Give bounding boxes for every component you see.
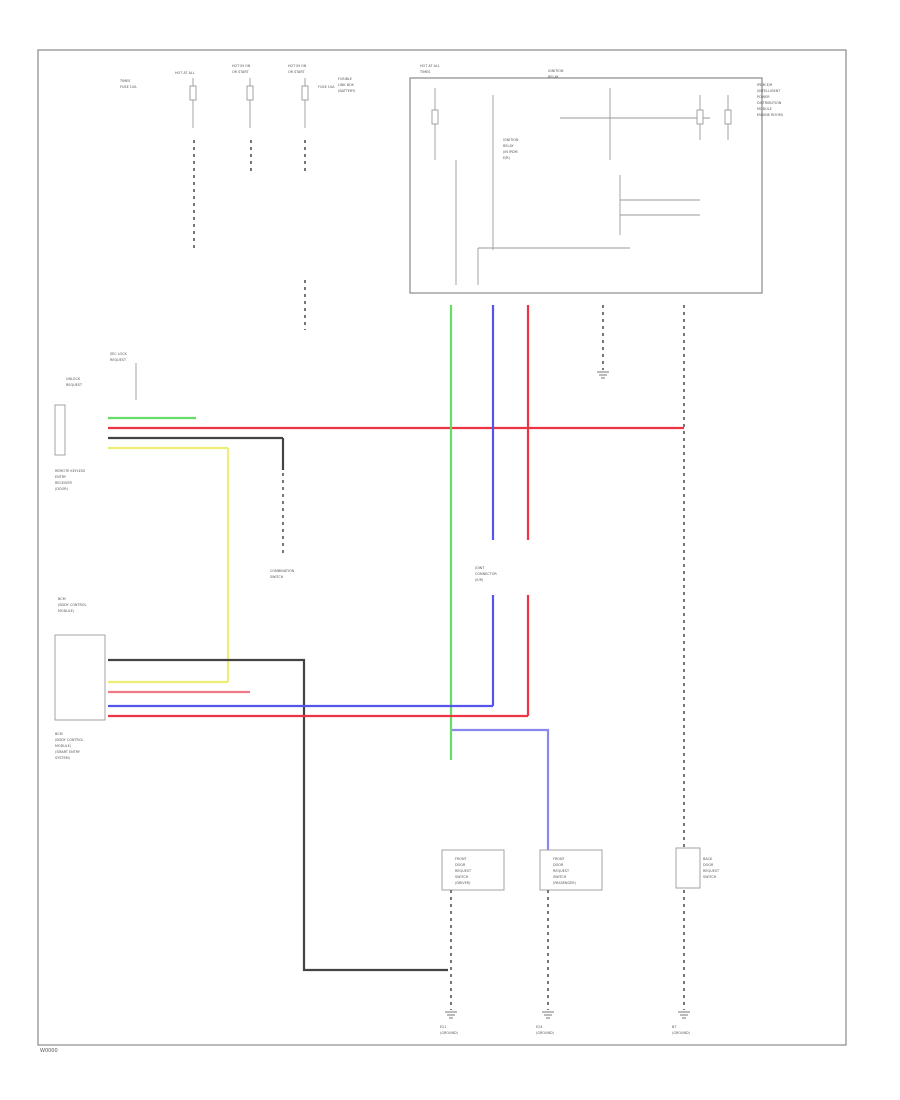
front-right-door-4: (PASSENGER) — [553, 881, 577, 885]
combo-switch-label-0: COMBINATION — [270, 569, 295, 573]
left-module-label-0: REMOTE KEYLESS — [55, 469, 85, 473]
joint-label-2: (E/R) — [475, 578, 484, 582]
relay-center-label-3: E/R) — [503, 156, 511, 160]
relay-center-label-1: RELAY — [503, 144, 515, 148]
left-module-label-2: RECEIVER — [55, 481, 72, 485]
front-right-door-2: REQUEST — [553, 869, 570, 873]
relay-right-label-1: RELAY — [548, 75, 560, 79]
fuse-d: FUSIBLE LINK BOX (BATTERY) HOT AT ALL TI… — [338, 64, 440, 93]
ipdm-title-5: ENGINE ROOM) — [757, 113, 784, 117]
ground-1-label-1: (GROUND) — [440, 1031, 459, 1035]
ground-3-label-0: B7 — [672, 1025, 676, 1029]
lower-module-label-2: MODULE) — [55, 744, 72, 748]
diagram-frame — [37, 49, 847, 1046]
bcm-unlock-0: UNLOCK — [66, 377, 81, 381]
ground-1-label-0: E21 — [440, 1025, 446, 1029]
ground-2-label-0: E24 — [536, 1025, 542, 1029]
ipdm-title-0: IPDM E/R — [757, 83, 773, 87]
front-right-door-switch — [539, 849, 603, 891]
front-left-door-2: REQUEST — [455, 869, 472, 873]
front-left-door-0: FRONT — [455, 857, 468, 861]
relay-right-label-0: IGNITION — [548, 69, 564, 73]
ground-2: E24 (GROUND) — [536, 1011, 555, 1035]
ground-3: B7 (GROUND) — [672, 1011, 691, 1035]
front-left-door-3: SWITCH — [455, 875, 469, 879]
back-door-0: BACK — [703, 857, 713, 861]
ipdm-title-3: DISTRIBUTION — [757, 101, 782, 105]
front-right-door-0: FRONT — [553, 857, 566, 861]
bcm-note-2: MODULE) — [58, 609, 75, 613]
fuse-d-note-1: LINK BOX — [338, 83, 354, 87]
front-left-door-1: DOOR — [455, 863, 466, 867]
fuse-d-note-2: (BATTERY) — [338, 89, 356, 93]
back-door-2: REQUEST — [703, 869, 720, 873]
relay-center-label-2: (IN IPDM — [503, 150, 518, 154]
left-module-label-3: (DOOR) — [55, 487, 69, 491]
ground-1: E21 (GROUND) — [440, 1011, 459, 1035]
left-module-label-1: ENTRY — [55, 475, 67, 479]
front-right-door-3: SWITCH — [553, 875, 567, 879]
bcm-lock-0: SEC LOCK — [110, 352, 128, 356]
ground-2-label-1: (GROUND) — [536, 1031, 555, 1035]
fuse-a: HOT AT ALL TIMES FUSE 10A — [119, 71, 197, 250]
ground-3-label-1: (GROUND) — [672, 1031, 691, 1035]
ipdm-title-1: (INTELLIGENT — [757, 89, 781, 93]
back-door-3: SWITCH — [703, 875, 717, 879]
left-module — [54, 404, 66, 456]
bcm-note-1: (BODY CONTROL — [58, 603, 87, 607]
wire-lightblue — [451, 728, 550, 860]
back-door-switch — [675, 847, 701, 889]
fuse-b-label-1: OR START — [232, 70, 249, 74]
joint-label-0: JOINT — [474, 566, 485, 570]
front-right-door-1: DOOR — [553, 863, 564, 867]
bcm-note-0: BCM — [58, 597, 66, 601]
fuse-c-label-2: FUSE 10A — [318, 85, 335, 89]
ipdm-title-2: POWER — [757, 95, 770, 99]
fuse-a-label-1: TIMES — [119, 79, 130, 83]
ground-ipdm — [597, 305, 609, 379]
bcm-unlock-1: REQUEST — [66, 383, 83, 387]
wire-black-lower — [108, 658, 448, 972]
front-left-door-switch — [441, 849, 505, 891]
vertical-wires — [226, 305, 530, 720]
bcm-lock-1: REQUEST — [110, 358, 127, 362]
fuse-b: HOT IN ON OR START — [232, 64, 254, 175]
lower-module-label-4: SYSTEM) — [55, 756, 71, 760]
footer-code: W0000 — [40, 1048, 58, 1054]
relay-center-label-0: IGNITION — [503, 138, 519, 142]
lower-module-label-3: (SMART ENTRY — [55, 750, 81, 754]
fuse-c: HOT IN ON OR START FUSE 10A — [288, 64, 335, 330]
lower-wires — [108, 658, 550, 972]
lower-module-label-0: BCM — [55, 732, 63, 736]
fuse-c-label-0: HOT IN ON — [288, 64, 307, 68]
bus-wires — [108, 416, 684, 450]
fuse-c-label-1: OR START — [288, 70, 305, 74]
fuse-b-label-0: HOT IN ON — [232, 64, 251, 68]
ipdm-internals: IGNITION RELAY IGNITION RELAY (IN IPDM E… — [431, 69, 784, 285]
fuse-a-label-0: HOT AT ALL — [175, 71, 195, 75]
fuse-d-label-1: TIMES — [419, 70, 430, 74]
fuse-a-label-2: FUSE 10A — [120, 85, 137, 89]
lower-module-label-1: (BODY CONTROL — [55, 738, 84, 742]
fuse-d-label-0: HOT AT ALL — [420, 64, 440, 68]
lower-module — [54, 634, 106, 721]
combo-switch-label-1: SWITCH — [270, 575, 284, 579]
front-left-door-4: (DRIVER) — [455, 881, 471, 885]
joint-label-1: CONNECTOR — [475, 572, 497, 576]
ipdm-box — [409, 77, 763, 294]
ipdm-title-4: MODULE — [757, 107, 772, 111]
back-door-1: DOOR — [703, 863, 714, 867]
fuse-d-note-0: FUSIBLE — [338, 77, 352, 81]
